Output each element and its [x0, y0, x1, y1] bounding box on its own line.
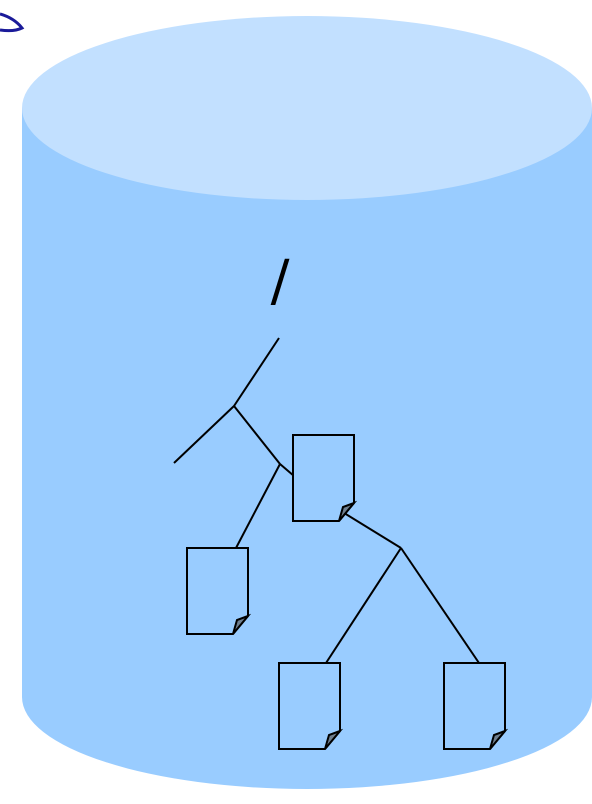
file-icon: [444, 663, 505, 749]
file-icon: [279, 663, 340, 749]
root-directory-label: /: [271, 249, 290, 314]
file-icon: [187, 548, 248, 634]
file-icon: [293, 435, 354, 521]
cylinder-top: [22, 16, 592, 200]
corner-arc-mark: [0, 14, 22, 31]
